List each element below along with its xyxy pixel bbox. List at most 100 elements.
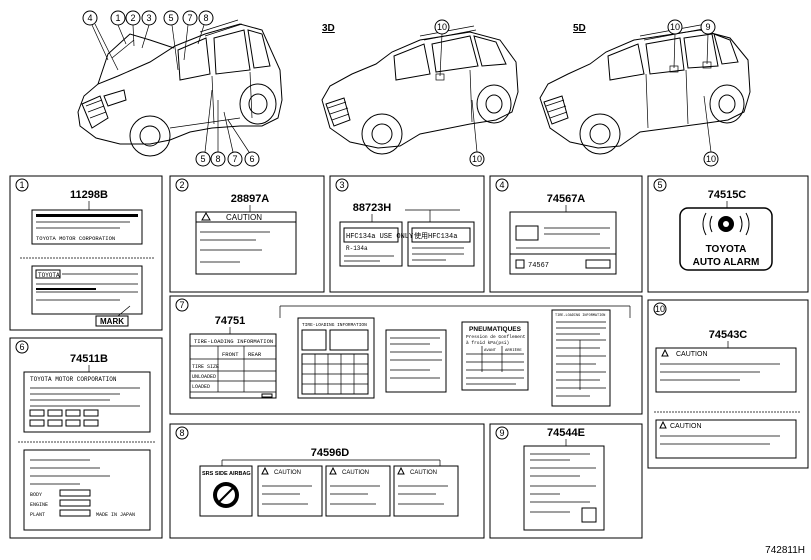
- svg-text:4: 4: [87, 13, 92, 23]
- panel-4-index: 4: [499, 180, 504, 190]
- panel-6-part-number: 74511B: [70, 353, 108, 365]
- callout-6-bottom: 6: [244, 151, 260, 167]
- svg-text:CAUTION: CAUTION: [342, 470, 369, 476]
- svg-text:10: 10: [437, 22, 447, 32]
- panel-8-index: 8: [179, 428, 184, 438]
- svg-text:10: 10: [670, 22, 680, 32]
- svg-text:TOYOTA: TOYOTA: [38, 272, 60, 279]
- svg-text:ENGINE: ENGINE: [30, 502, 48, 508]
- panel-10-index: 10: [655, 304, 665, 314]
- panel-1-part-number: 11298B: [70, 189, 108, 201]
- panel-7-index: 7: [179, 300, 184, 310]
- svg-text:8: 8: [203, 13, 208, 23]
- callout-2: 2: [125, 10, 141, 26]
- svg-text:8: 8: [215, 154, 220, 164]
- panel-3: 3 88723H HFC134a USE ONLY R-134a 使用HFC13…: [329, 175, 485, 293]
- callout-1: 1: [110, 10, 126, 26]
- callout-10-top-5d: 10: [667, 19, 683, 35]
- panel-1-index: 1: [19, 180, 24, 190]
- svg-text:3: 3: [146, 13, 151, 23]
- panel-7: 7 74751 TIRE-LOADING INFORMATION FRONT R…: [169, 295, 643, 415]
- panel-9: 9 74544E: [489, 423, 643, 539]
- svg-text:10: 10: [706, 154, 716, 164]
- callout-8-bottom: 8: [210, 151, 226, 167]
- callout-10-bottom: 10: [469, 151, 485, 167]
- panel-6-index: 6: [19, 342, 24, 352]
- panel-10-part-number: 74543C: [709, 329, 748, 341]
- panel-2-caution: CAUTION: [226, 213, 262, 222]
- panel-4: 4 74567A 74567: [489, 175, 643, 293]
- panel-9-part-number: 74544E: [547, 427, 585, 439]
- panel-2: 2 28897A CAUTION: [169, 175, 325, 293]
- svg-text:2: 2: [130, 13, 135, 23]
- callout-7-top: 7: [182, 10, 198, 26]
- panel-2-part-number: 28897A: [231, 193, 270, 205]
- svg-text:6: 6: [249, 154, 254, 164]
- tire-label-title: TIRE-LOADING INFORMATION: [194, 338, 273, 345]
- svg-text:FRONT: FRONT: [222, 351, 239, 358]
- callout-10-top: 10: [434, 19, 450, 35]
- vehicle-5door-view: [539, 23, 751, 155]
- callouts-3door-view: 10 10: [434, 19, 485, 167]
- svg-text:à froid kPa(psi): à froid kPa(psi): [466, 340, 509, 346]
- svg-text:TIRE SIZE: TIRE SIZE: [192, 364, 219, 370]
- alarm-emblem-icon: [702, 212, 750, 236]
- svg-text:REAR: REAR: [248, 351, 262, 358]
- panel-5-index: 5: [657, 180, 662, 190]
- panel-5: 5 74515C TOYOTA AUTO ALARM: [647, 175, 809, 293]
- svg-text:TIRE-LOADING INFORMATION: TIRE-LOADING INFORMATION: [555, 314, 605, 318]
- svg-text:BODY: BODY: [30, 492, 42, 498]
- svg-text:MADE IN JAPAN: MADE IN JAPAN: [96, 512, 135, 518]
- svg-text:10: 10: [472, 154, 482, 164]
- panel-8-part-number: 74596D: [311, 447, 350, 459]
- panel-7-part-number: 74751: [215, 315, 246, 327]
- view-3d-label: 3D: [322, 23, 335, 34]
- panel-6-header: TOYOTA MOTOR CORPORATION: [30, 376, 117, 383]
- svg-text:TIRE-LOADING INFORMATION: TIRE-LOADING INFORMATION: [302, 322, 367, 328]
- callout-8-top: 8: [198, 10, 214, 26]
- callouts-main-view: 4 1 2 3 5 7 8 5 8 7 6: [82, 10, 260, 167]
- svg-text:Pression de Gonflement: Pression de Gonflement: [466, 334, 526, 340]
- svg-text:7: 7: [187, 13, 192, 23]
- svg-text:PLANT: PLANT: [30, 512, 45, 518]
- svg-text:LOADED: LOADED: [192, 384, 210, 390]
- pneumatiques-title: PNEUMATIQUES: [469, 326, 522, 333]
- svg-text:CAUTION: CAUTION: [410, 470, 437, 476]
- panel-3-index: 3: [339, 180, 344, 190]
- diagram-code: 742811H: [765, 545, 805, 556]
- svg-text:UNLOADED: UNLOADED: [192, 374, 216, 380]
- panel-5-part-number: 74515C: [708, 189, 747, 201]
- panel-1-mark: MARK: [100, 317, 124, 326]
- callout-3: 3: [141, 10, 157, 26]
- srs-side-airbag-label: SRS SIDE AIRBAG: [202, 471, 251, 477]
- panel-9-index: 9: [499, 428, 504, 438]
- panel-6: 6 74511B TOYOTA MOTOR CORPORATION BODY E…: [9, 337, 163, 539]
- svg-text:AVANT: AVANT: [484, 349, 497, 353]
- callouts-5door-view: 10 9 10: [667, 19, 719, 167]
- svg-text:5: 5: [168, 13, 173, 23]
- callout-9-top-5d: 9: [700, 19, 716, 35]
- svg-text:使用HFC134a: 使用HFC134a: [414, 231, 457, 241]
- panel-5-line2: AUTO ALARM: [693, 257, 760, 268]
- callout-4: 4: [82, 10, 98, 26]
- callout-5-top: 5: [163, 10, 179, 26]
- callout-10-bottom-5d: 10: [703, 151, 719, 167]
- panel-8: 8 74596D SRS SIDE AIRBAG CAUTION CAUTION…: [169, 423, 485, 539]
- svg-text:7: 7: [232, 154, 237, 164]
- callout-7-bottom: 7: [227, 151, 243, 167]
- vehicle-3door-view: [321, 25, 519, 155]
- panel-3-part-number: 88723H: [353, 202, 392, 214]
- svg-text:TOYOTA MOTOR CORPORATION: TOYOTA MOTOR CORPORATION: [36, 235, 115, 242]
- svg-text:R-134a: R-134a: [346, 245, 368, 252]
- panel-4-part-number: 74567A: [547, 193, 586, 205]
- panel-1: 1 11298B TOYOTA MOTOR CORPORATION TOYOTA…: [9, 175, 163, 331]
- vehicle-main-view: [77, 19, 283, 157]
- panel-10-caution-2: CAUTION: [670, 423, 702, 430]
- panel-2-index: 2: [179, 180, 184, 190]
- svg-text:ARRIÈRE: ARRIÈRE: [505, 348, 522, 353]
- panel-10: 10 74543C CAUTION CAUTION: [647, 299, 809, 469]
- view-5d-label: 5D: [573, 23, 586, 34]
- panel-4-code: 74567: [528, 262, 549, 270]
- svg-text:CAUTION: CAUTION: [274, 470, 301, 476]
